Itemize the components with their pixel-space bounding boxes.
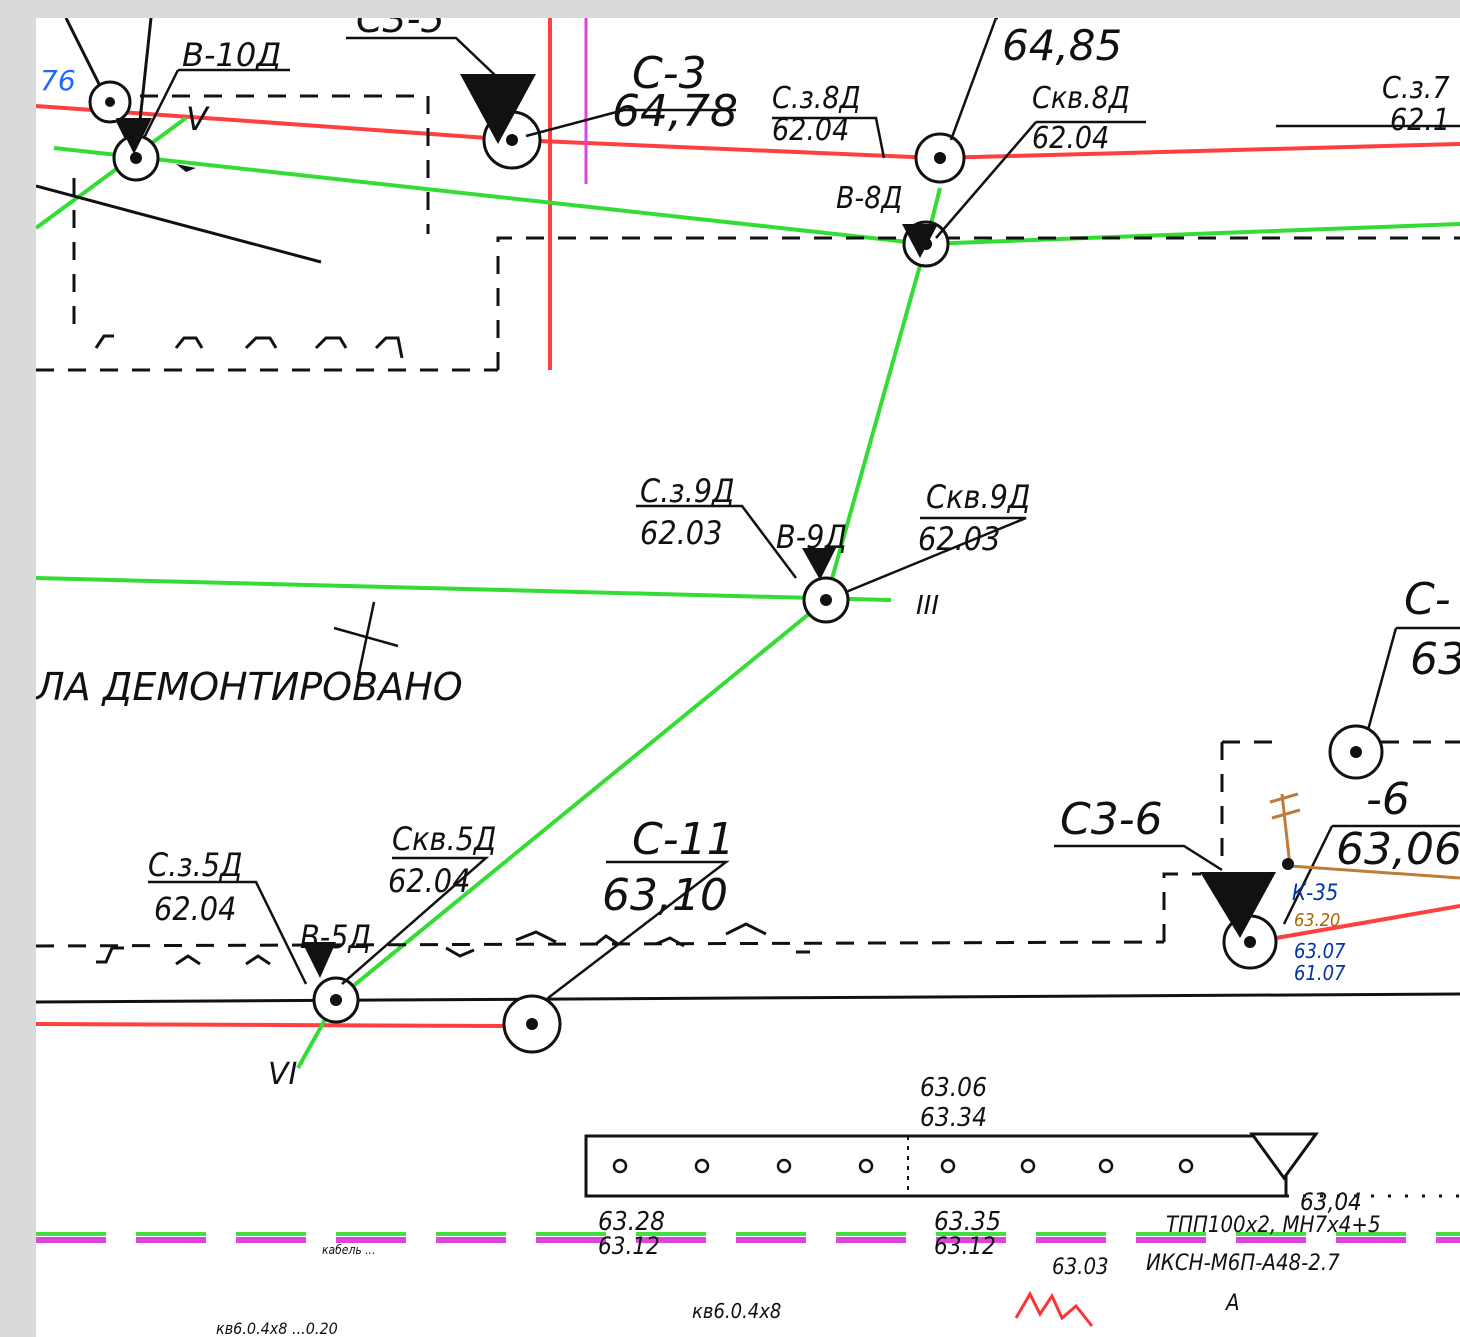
label-tray-bl1: 63.28 — [598, 1207, 665, 1237]
cable-lines — [36, 1232, 1460, 1243]
label-c11-elev: 63,10 — [602, 870, 728, 921]
label-cable1: ТПП100х2, МН7х4+5 — [1166, 1213, 1381, 1238]
label-sz9d-elev: 62.03 — [640, 514, 722, 552]
label-k35: К-35 — [1292, 881, 1338, 906]
label-sz8d: С.з.8Д — [772, 81, 861, 116]
label-top-elev: 64,85 — [1002, 21, 1122, 70]
brown-lines — [1269, 792, 1460, 880]
label-v5d: В-5Д — [300, 918, 371, 956]
drawing-sheet[interactable]: С3-5 В-10Д V 76 С-3 64,78 С.з.8Д 62.04 6… — [36, 18, 1460, 1337]
label-tray-top2: 63.34 — [920, 1103, 987, 1133]
label-c3-top: С3-5 — [356, 18, 445, 41]
label-skv9d: Скв.9Д — [926, 478, 1030, 516]
label-cable2: ИКСН-М6П-А48-2.7 — [1146, 1251, 1340, 1276]
label-roman-iii: III — [916, 591, 939, 621]
label-demolished: ЛА ДЕМОНТИРОВАНО — [36, 665, 463, 709]
label-sz9d: С.з.9Д — [640, 472, 735, 510]
label-a: А — [1224, 1291, 1240, 1316]
well-markers — [116, 74, 1276, 978]
label-skv9d-elev: 62.03 — [918, 520, 1000, 558]
label-sz5d-elev: 62.04 — [154, 890, 236, 928]
label-k35-elev2: 63.07 — [1294, 939, 1346, 963]
label-76: 76 — [40, 64, 76, 97]
label-c3-elev: 64,78 — [612, 86, 738, 137]
manhole-c11[interactable] — [502, 994, 562, 1054]
red-stamp — [1014, 1290, 1094, 1327]
label-tray-bl2: 63.12 — [598, 1232, 660, 1260]
manhole-b5d[interactable] — [312, 976, 360, 1024]
label-sz7: С.з.7 — [1382, 71, 1450, 106]
label-sz8d-elev: 62.04 — [772, 113, 849, 148]
label-k35-elev3: 61.07 — [1294, 961, 1346, 985]
manholes — [88, 80, 1384, 1054]
node-k35 — [1282, 858, 1294, 870]
black-lines — [36, 18, 1460, 1004]
label-tray-right: 63,04 — [1300, 1188, 1362, 1216]
label-roman-vi: VI — [268, 1057, 298, 1092]
drain-tray — [584, 1132, 1460, 1198]
label-skv5d: Скв.5Д — [392, 820, 496, 858]
label-tray-top1: 63.06 — [920, 1073, 987, 1103]
label-c6: -6 — [1366, 774, 1410, 825]
manhole-c6[interactable] — [1328, 724, 1384, 780]
label-tray-bm2: 63.12 — [934, 1232, 996, 1260]
label-bottom-small3: кв6.0.4х8 ...0.20 — [216, 1319, 338, 1337]
fence-lines — [94, 334, 810, 966]
label-skv8d-elev: 62.04 — [1032, 121, 1109, 156]
label-v9d: В-9Д — [776, 518, 847, 556]
label-sz5d: С.з.5Д — [148, 846, 243, 884]
labels: С3-5 В-10Д V 76 С-3 64,78 С.з.8Д 62.04 6… — [36, 18, 1460, 1337]
label-c11: С-11 — [632, 814, 735, 865]
label-v8d: В-8Д — [836, 181, 903, 216]
label-bottom-small1: кабель ... — [322, 1243, 375, 1257]
label-sz6: С3-6 — [1060, 794, 1163, 845]
label-c6-elev: 63,06 — [1336, 824, 1460, 875]
dashed-outlines — [36, 94, 1460, 948]
manhole-b9d[interactable] — [802, 576, 850, 624]
label-skv5d-elev: 62.04 — [388, 862, 470, 900]
manhole-skv8d[interactable] — [914, 132, 966, 184]
label-k35-elev1: 63.20 — [1294, 910, 1340, 931]
leader-lines — [142, 18, 1460, 999]
label-c-right-elev: 63 — [1410, 634, 1460, 685]
label-elev-bottom: 63.03 — [1052, 1255, 1109, 1280]
label-bottom-small2: кв6.0.4х8 — [692, 1299, 781, 1323]
label-skv8d: Скв.8Д — [1032, 81, 1130, 116]
manhole-76[interactable] — [88, 80, 132, 124]
engineering-plan: С3-5 В-10Д V 76 С-3 64,78 С.з.8Д 62.04 6… — [36, 18, 1460, 1337]
sewer-lines — [36, 116, 1460, 1069]
demolished-mark — [333, 601, 399, 679]
label-sz7-elev: 62.1 — [1390, 103, 1450, 138]
label-roman-v: V — [186, 100, 210, 138]
label-c3: С-3 — [632, 48, 707, 99]
label-c-right: С- — [1404, 574, 1451, 625]
label-v10d: В-10Д — [182, 36, 281, 74]
label-tray-bm1: 63.35 — [934, 1207, 1001, 1237]
